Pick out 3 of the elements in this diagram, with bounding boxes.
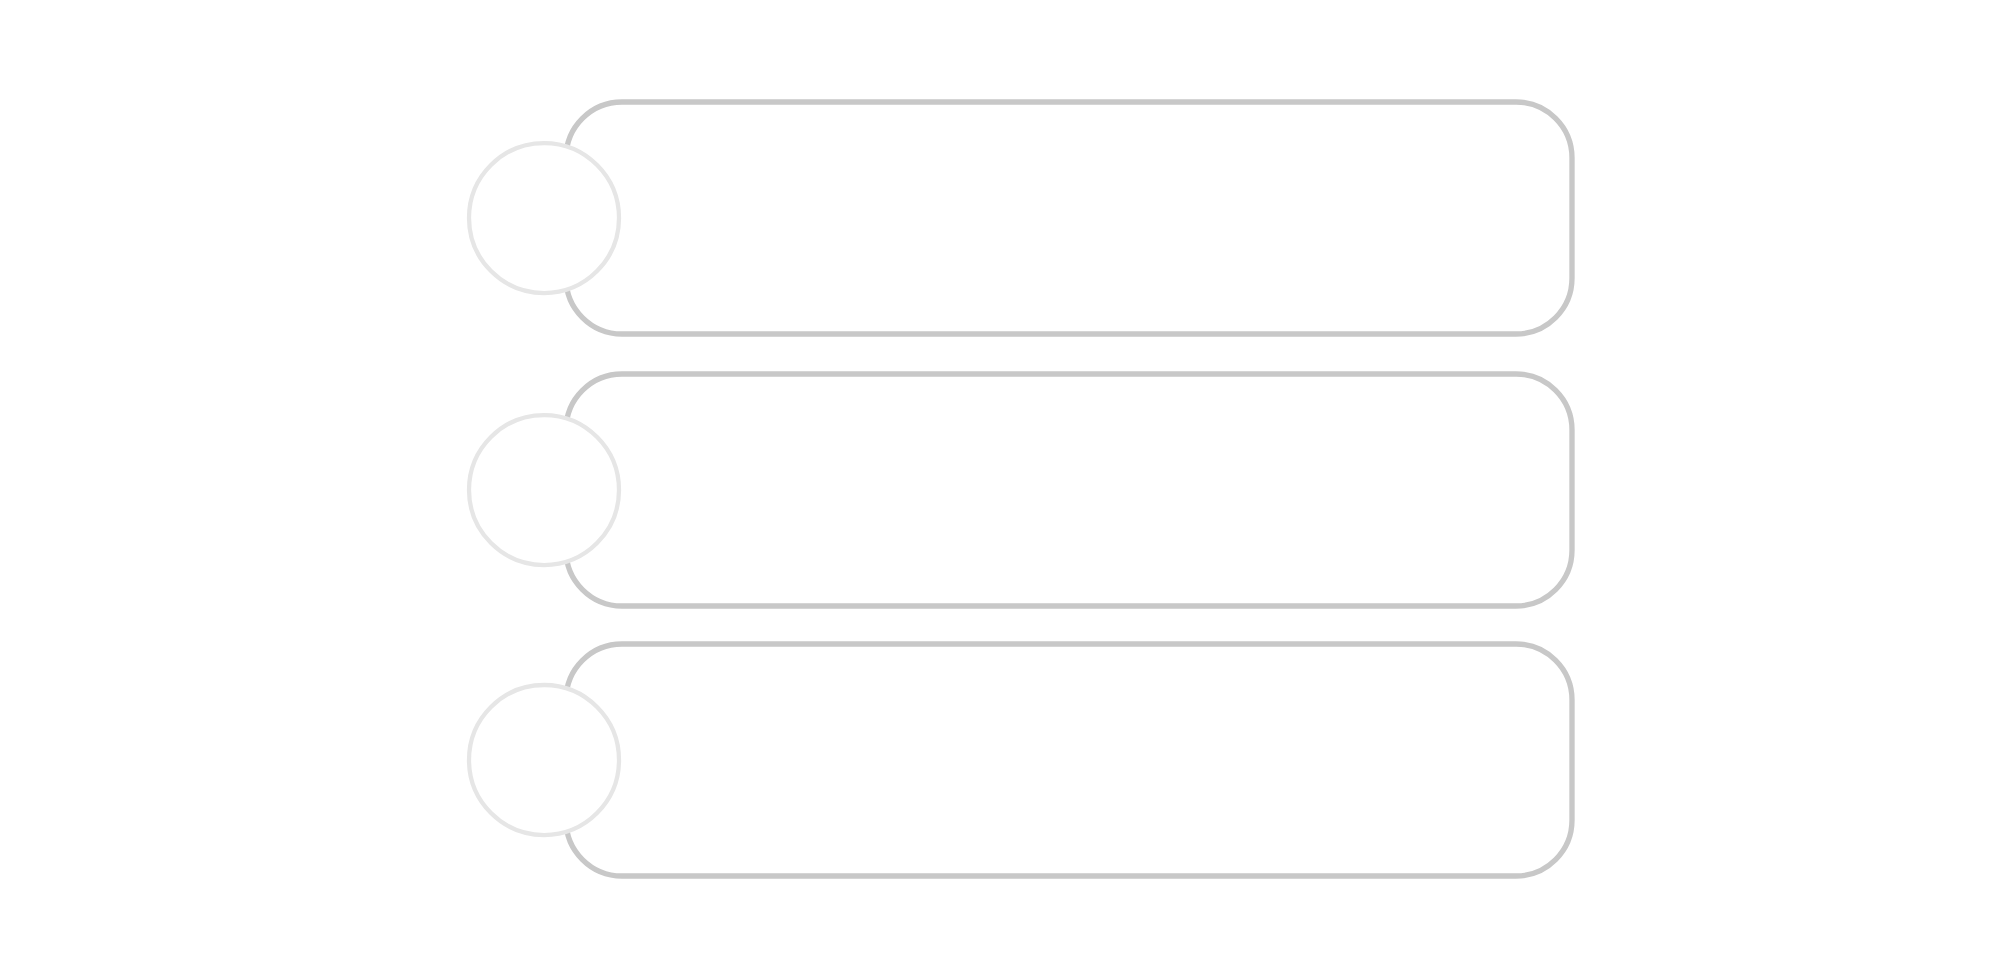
- circle: [466, 682, 622, 838]
- circle: [466, 140, 622, 296]
- circle: [466, 412, 622, 568]
